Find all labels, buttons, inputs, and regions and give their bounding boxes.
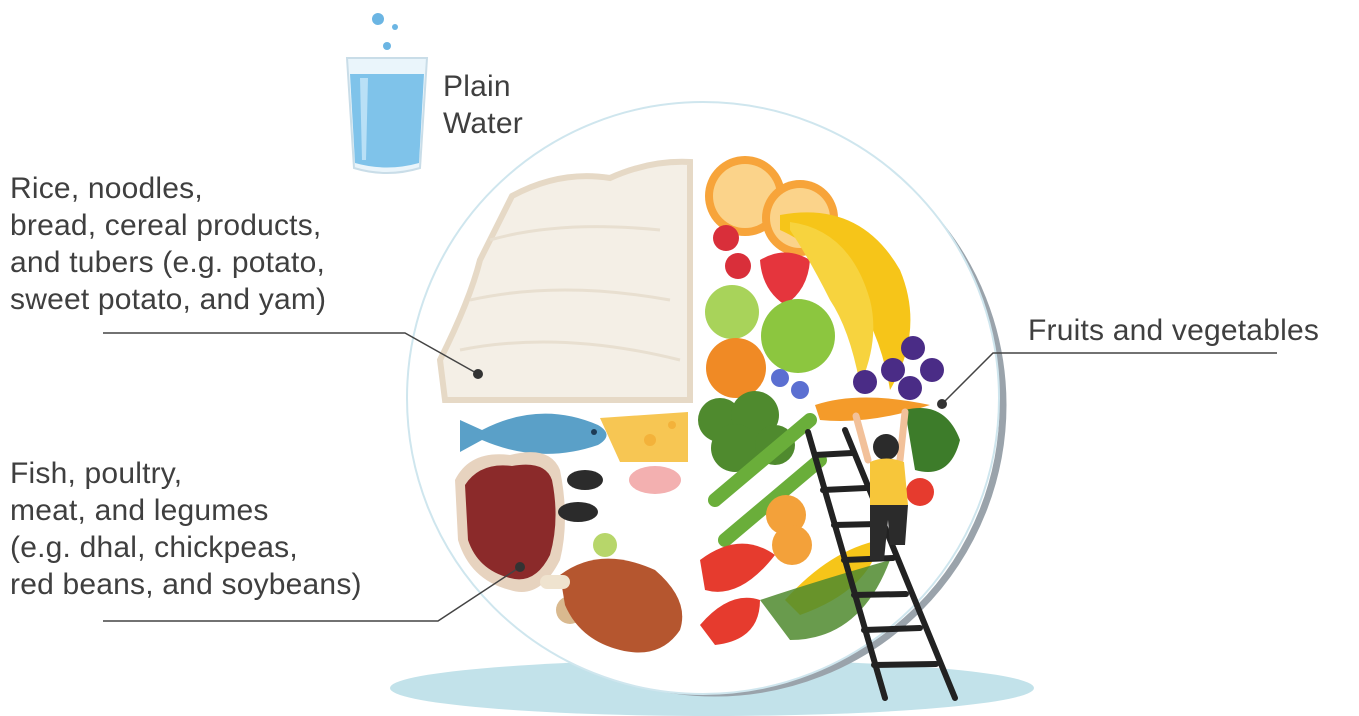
seed-icon: [558, 502, 598, 522]
tomato-icon: [906, 478, 934, 506]
protein-label: Fish, poultry, meat, and legumes (e.g. d…: [10, 455, 362, 603]
grains-label: Rice, noodles, bread, cereal products, a…: [10, 170, 326, 318]
fruitveg-label: Fruits and vegetables: [1028, 312, 1319, 349]
fruitveg-label-text: Fruits and vegetables: [1028, 312, 1319, 349]
cherry-icon: [713, 225, 739, 251]
blueberry-icon: [771, 369, 789, 387]
chickpea-icon: [593, 533, 617, 557]
protein-label-line: meat, and legumes: [10, 492, 362, 529]
apple-icon: [761, 299, 835, 373]
grains-label-line: and tubers (e.g. potato,: [10, 244, 326, 281]
water-label: Plain Water: [443, 68, 523, 142]
grains-label-line: sweet potato, and yam): [10, 281, 326, 318]
shrimp-icon: [629, 466, 681, 494]
seed-icon: [567, 470, 603, 490]
apple-icon: [705, 285, 759, 339]
rice-icon: [440, 162, 690, 400]
cherry-icon: [725, 253, 751, 279]
grains-label-line: Rice, noodles,: [10, 170, 326, 207]
peach-icon: [706, 338, 766, 398]
water-glass-icon: [347, 13, 427, 173]
grains-leader-dot: [473, 369, 483, 379]
blueberry-icon: [791, 381, 809, 399]
protein-label-line: red beans, and soybeans): [10, 566, 362, 603]
protein-label-line: Fish, poultry,: [10, 455, 362, 492]
water-label-line: Water: [443, 105, 523, 142]
protein-leader-dot: [515, 562, 525, 572]
water-label-line: Plain: [443, 68, 523, 105]
fruitveg-leader-dot: [937, 399, 947, 409]
protein-label-line: (e.g. dhal, chickpeas,: [10, 529, 362, 566]
grains-label-line: bread, cereal products,: [10, 207, 326, 244]
